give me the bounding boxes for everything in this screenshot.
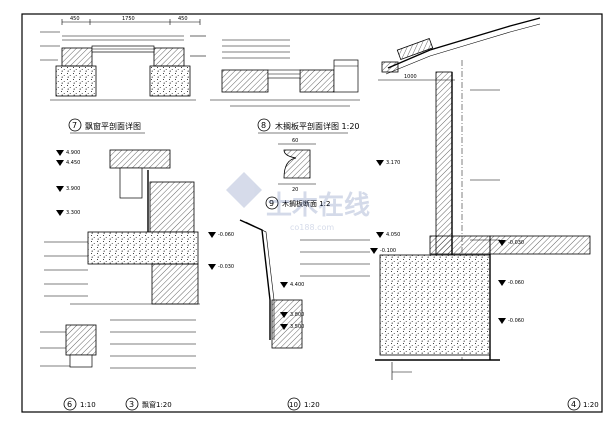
detail-9-caption: 木搁板断面 1:2 <box>282 199 331 208</box>
detail-3-number: 3 <box>129 400 134 409</box>
detail-8-caption: 木搁板平剖面详图 1:20 <box>275 121 360 131</box>
dim-450-b: 450 <box>178 16 188 22</box>
dim-1750: 1750 <box>122 16 135 22</box>
watermark: 土木在线 co188.com <box>226 172 370 232</box>
level-3800: 3.800 <box>290 312 304 318</box>
level-4450: 4.450 <box>66 160 80 166</box>
misc-levels: 4.900 -0.060 4.050 -0.060 <box>56 150 524 286</box>
dim-60: 60 <box>292 138 298 144</box>
level-4900: 4.900 <box>66 150 80 156</box>
level-minus-030-a: -0.030 <box>218 264 234 270</box>
level-4050: 4.050 <box>386 232 400 238</box>
detail-6-number: 6 <box>67 400 72 409</box>
detail-4-number: 4 <box>571 400 576 409</box>
detail-8-number: 8 <box>261 121 266 130</box>
detail-4-caption: 1:20 <box>583 401 599 409</box>
level-3300: 3.300 <box>66 210 80 216</box>
dim-450-a: 450 <box>70 16 80 22</box>
dim-20: 20 <box>292 187 298 193</box>
detail-7-number: 7 <box>72 121 77 130</box>
level-minus-030-b: -0.030 <box>508 240 524 246</box>
detail-9-shelf-profile: 60 20 9 木搁板断面 1:2 <box>265 138 331 210</box>
detail-6-caption: 1:10 <box>80 401 96 409</box>
detail-10-caption: 1:20 <box>304 401 320 409</box>
level-4400: 4.400 <box>290 282 304 288</box>
detail-9-number: 9 <box>269 199 274 208</box>
watermark-text: 土木在线 <box>266 191 370 221</box>
detail-7-bay-window-plan: 450 1750 450 7 飘窗平剖面详图 <box>40 16 206 134</box>
level-minus-060-b: -0.060 <box>508 280 524 286</box>
level-3900: 3.900 <box>66 186 80 192</box>
level-minus-060-a: -0.060 <box>218 232 234 238</box>
detail-7-caption: 飘窗平剖面详图 <box>85 121 141 131</box>
detail-3-caption: 飘窗1:20 <box>142 400 172 409</box>
level-minus-100: -0.100 <box>380 248 396 254</box>
level-3500: 3.500 <box>290 324 304 330</box>
detail-10-parapet-section: 4.400 3.800 3.500 10 1:20 <box>239 219 370 411</box>
detail-3-bay-window-section: 4.450 3.900 3.300 -0.030 3 飘窗1:20 <box>44 149 234 411</box>
level-3170: 3.170 <box>386 160 400 166</box>
detail-6-sill-detail: 6 1:10 <box>40 324 97 411</box>
detail-10-number: 10 <box>289 401 298 409</box>
detail-8-shelf-plan: 8 木搁板平剖面详图 1:20 <box>210 39 360 134</box>
watermark-url: co188.com <box>290 223 334 232</box>
level-minus-060-c: -0.060 <box>508 318 524 324</box>
dim-1000: 1000 <box>404 74 417 80</box>
sheet-border <box>21 13 603 413</box>
detail-4-wall-section: 1000 3.170 -0.030 -0.060 -0.100 4 1:20 <box>370 17 599 411</box>
